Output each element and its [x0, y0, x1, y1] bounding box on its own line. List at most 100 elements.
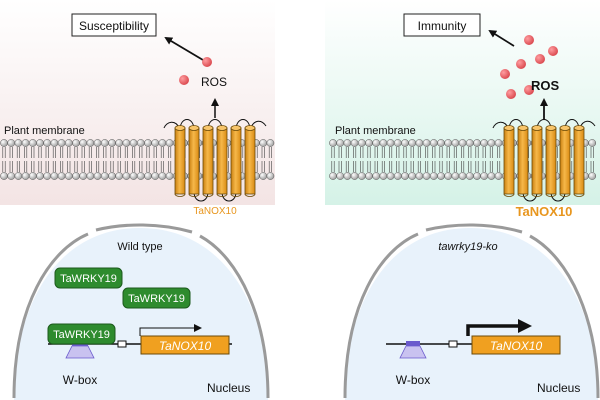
lipid-head: [480, 172, 489, 180]
lipid-tail: [60, 147, 64, 158]
lipid-head: [259, 172, 268, 180]
lipid-head: [329, 172, 337, 180]
lipid-head: [136, 139, 145, 147]
lipid-tail: [403, 161, 407, 172]
lipid-tail: [338, 161, 342, 172]
lipid-head: [444, 139, 453, 147]
lipid-head: [64, 139, 73, 147]
lipid-head: [415, 139, 424, 147]
lipid-head: [372, 172, 381, 180]
helix-top: [202, 125, 214, 131]
lipid-tail: [168, 147, 172, 158]
lipid-head: [350, 172, 359, 180]
lipid-tail: [590, 161, 594, 172]
lipid-head: [343, 139, 352, 147]
lipid-head: [0, 139, 8, 147]
lipid-head: [401, 172, 409, 180]
w-box-label: W-box: [63, 373, 97, 387]
transcription-arrow: [139, 324, 202, 336]
helix-bottom: [202, 193, 214, 197]
lipid-head: [266, 172, 275, 180]
lipid-head: [36, 139, 44, 147]
nucleus-label: Nucleus: [207, 381, 250, 395]
lipid-tail: [261, 147, 265, 158]
lipid-tail: [345, 161, 349, 172]
transmembrane-helix: [517, 127, 529, 195]
lipid-tail: [374, 161, 378, 172]
lipid-tail: [160, 147, 164, 158]
lipid-head: [129, 139, 138, 147]
helix-bottom: [188, 193, 200, 197]
lipid-head: [165, 139, 174, 147]
helix-bottom: [531, 193, 543, 197]
lipid-tail: [417, 147, 421, 158]
lipid-head: [429, 172, 438, 180]
tawrky19-ko-label: tawrky19-ko: [438, 241, 497, 253]
helix-top: [531, 125, 543, 131]
tanox10-protein: [492, 119, 596, 202]
immunity-label: Immunity: [418, 19, 467, 33]
lipid-tail: [453, 161, 457, 172]
lipid-tail: [482, 147, 486, 158]
lipid-head: [473, 139, 481, 147]
transmembrane-helix: [202, 127, 214, 195]
tanox10-gene-box: [471, 335, 561, 355]
tawrky19-label: TaWRKY19: [128, 293, 185, 305]
tanox10-protein: [163, 119, 267, 202]
tawrky19-box: [54, 267, 123, 289]
ros-particle: [516, 59, 526, 69]
transmembrane-helix: [244, 127, 256, 195]
lipid-head: [473, 172, 481, 180]
lipid-head: [43, 139, 52, 147]
membrane-label: Plant membrane: [4, 125, 85, 137]
lipid-head: [115, 172, 124, 180]
lipid-head: [365, 139, 373, 147]
lipid-tail: [110, 161, 114, 172]
lipid-tail: [468, 147, 472, 158]
lipid-tail: [45, 161, 49, 172]
lipid-head: [588, 139, 597, 147]
lipid-tail: [261, 161, 265, 172]
transmembrane-helix: [531, 127, 543, 195]
helix-bottom: [503, 193, 515, 197]
lipid-tail: [81, 161, 85, 172]
lipid-tail: [2, 147, 6, 158]
lipid-head: [122, 172, 131, 180]
protein-loop: [550, 191, 566, 202]
lipid-tail: [24, 147, 28, 158]
lipid-head: [100, 139, 109, 147]
lipid-tail: [268, 161, 272, 172]
tanox10-protein-label: TaNOX10: [516, 204, 573, 219]
nuclear-envelope-left: [12, 232, 89, 399]
protein-loop: [221, 191, 237, 202]
transmembrane-helix: [573, 127, 585, 195]
lipid-head: [465, 172, 474, 180]
w-box-label: W-box: [396, 373, 430, 387]
lipid-tail: [331, 161, 335, 172]
lipid-tail: [461, 147, 465, 158]
lipid-head: [379, 139, 388, 147]
lipid-head: [72, 139, 80, 147]
lipid-tail: [110, 147, 114, 158]
protein-loop: [522, 191, 538, 202]
wild-type-panel: Susceptibility ROS Plant membrane TaNOX1…: [0, 0, 275, 400]
lipid-tail: [396, 147, 400, 158]
ros-particle: [535, 54, 545, 64]
lipid-head: [401, 139, 409, 147]
lipid-head: [422, 139, 431, 147]
tawrky19-bound-label: TaWRKY19: [53, 329, 110, 341]
tanox10-protein-label: TaNOX10: [193, 206, 237, 217]
lipid-tail: [389, 161, 393, 172]
lipid-head: [86, 172, 95, 180]
lipid-head: [266, 139, 275, 147]
lipid-head: [372, 139, 381, 147]
lipid-tail: [132, 161, 136, 172]
lipid-head: [79, 139, 88, 147]
lipid-head: [393, 172, 402, 180]
lipid-head: [415, 172, 424, 180]
transmembrane-helix: [174, 127, 186, 195]
helix-bottom: [174, 193, 186, 197]
transmembrane-helix: [230, 127, 242, 195]
tanox10-gene-label: TaNOX10: [159, 339, 212, 353]
